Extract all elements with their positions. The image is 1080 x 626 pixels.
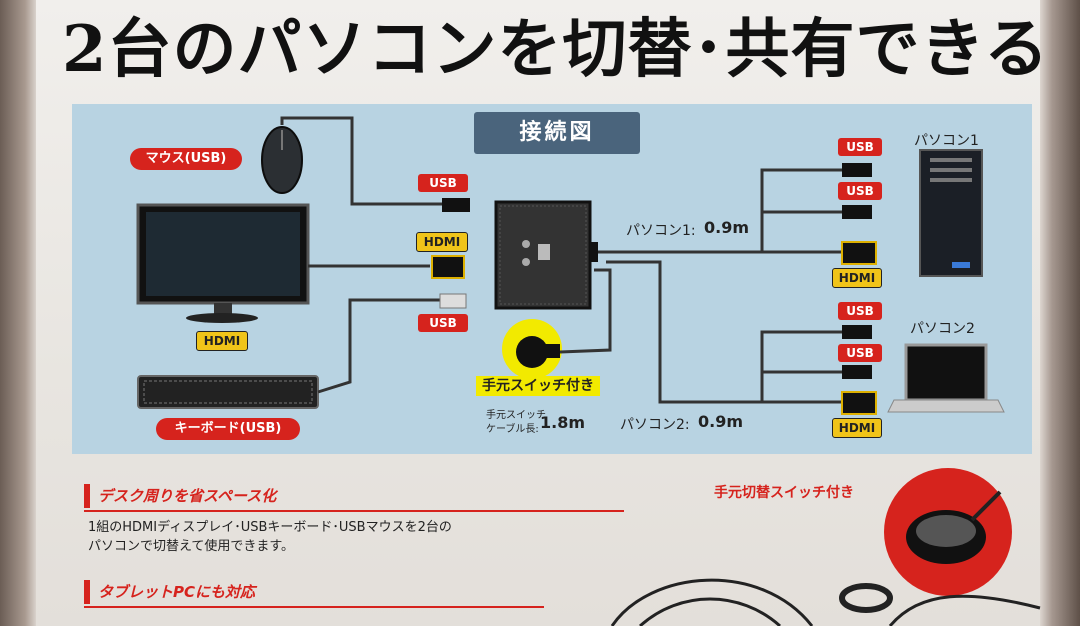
section-body-desk-line1: 1組のHDMIディスプレイ･USBキーボード･USBマウスを2台の — [88, 520, 452, 535]
laptop-icon — [887, 343, 1005, 413]
cables-left — [280, 116, 442, 394]
pc1-hdmi-badge: HDMI — [832, 268, 882, 288]
hdmi-badge-mid: HDMI — [416, 232, 468, 252]
connectors-right — [841, 163, 877, 415]
pc1-cable-label: パソコン1: — [626, 223, 696, 239]
pc1-usb-badge-1: USB — [838, 138, 882, 156]
pc2-usb-badge-2: USB — [838, 344, 882, 362]
page-title: 2台のパソコンを切替･共有できる — [62, 12, 1050, 87]
mouse-label: マウス(USB) — [130, 148, 242, 170]
diagram-title: 接続図 — [474, 112, 640, 154]
mouse-icon — [261, 126, 303, 194]
keyboard-icon — [137, 375, 319, 409]
pc2-name: パソコン2 — [910, 321, 975, 337]
switch-cable-label-line1: 手元スイッチ — [486, 410, 546, 421]
desktop-pc-icon — [919, 149, 983, 277]
pc1-usb-badge-2: USB — [838, 182, 882, 200]
pc1-cable-length: 0.9m — [704, 218, 750, 237]
hand-switch-icon — [502, 319, 562, 379]
cables-right — [559, 168, 842, 404]
switch-cable-length: 1.8m — [540, 413, 586, 432]
pc2-usb-badge-1: USB — [838, 302, 882, 320]
pc2-cable-length: 0.9m — [698, 412, 744, 431]
monitor-icon — [136, 203, 310, 323]
pc1-name: パソコン1 — [914, 133, 979, 149]
pc2-cable-label: パソコン2: — [620, 417, 690, 433]
keyboard-label: キーボード(USB) — [156, 418, 300, 440]
monitor-hdmi-badge: HDMI — [196, 331, 248, 351]
switch-photo-icon — [884, 468, 1012, 596]
section-rule-tablet — [84, 606, 544, 608]
pc2-hdmi-badge: HDMI — [832, 418, 882, 438]
section-heading-tablet: タブレットPCにも対応 — [84, 580, 398, 604]
kvm-switch-icon — [494, 200, 598, 310]
usb-badge-mid: USB — [418, 314, 468, 332]
cable-photo — [610, 578, 1041, 626]
connectors-left — [431, 198, 470, 309]
section-rule-desk — [84, 510, 624, 512]
box-edge-right — [1040, 0, 1080, 626]
section-body-desk-line2: パソコンで切替えて使用できます。 — [88, 539, 295, 554]
switch-cable-label-line2: ケーブル長: — [486, 424, 539, 435]
switch-photo-heading: 手元切替スイッチ付き — [714, 485, 854, 501]
usb-badge-top: USB — [418, 174, 468, 192]
hand-switch-label: 手元スイッチ付き — [476, 376, 600, 396]
section-heading-desk: デスク周りを省スペース化 — [84, 484, 398, 508]
box-edge-left — [0, 0, 36, 626]
